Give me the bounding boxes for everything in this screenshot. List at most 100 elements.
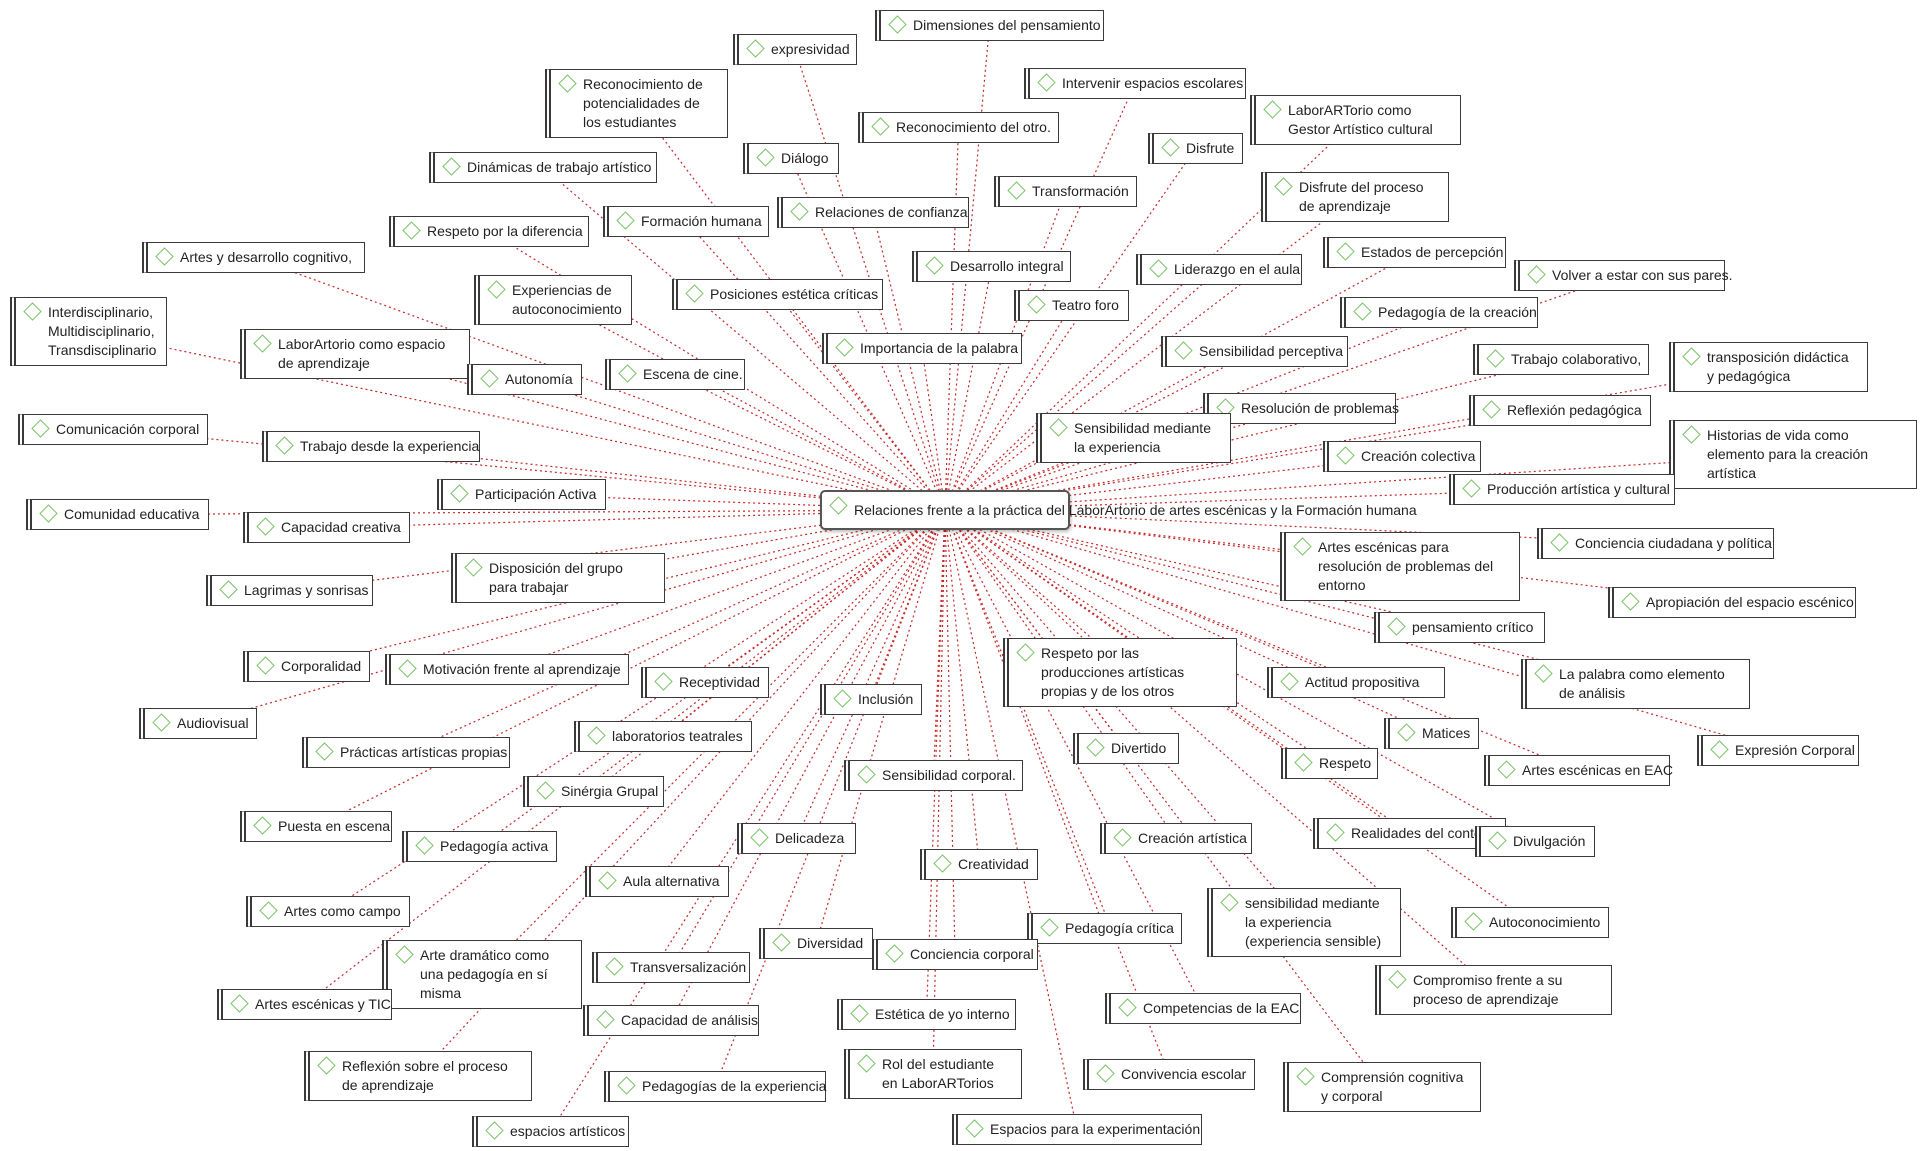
node-pedagogia-creacion[interactable]: Pedagogía de la creación — [1340, 297, 1538, 328]
green-diamond-icon — [253, 816, 272, 835]
node-conciencia-ciudadana[interactable]: Conciencia ciudadana y política — [1537, 528, 1774, 559]
node-historias-vida[interactable]: Historias de vida como elemento para la … — [1669, 420, 1917, 489]
node-lagrimas-sonrisas[interactable]: Lagrimas y sonrisas — [206, 575, 373, 606]
node-label: Autonomía — [505, 371, 573, 387]
node-artes-como-campo[interactable]: Artes como campo — [246, 896, 410, 927]
node-label: Formación humana — [641, 213, 762, 229]
node-volver-pares[interactable]: Volver a estar con sus pares. — [1514, 260, 1733, 291]
node-capacidad-analisis[interactable]: Capacidad de análisis — [583, 1005, 759, 1036]
node-sensibilidad-corporal[interactable]: Sensibilidad corporal. — [844, 760, 1023, 791]
node-respeto-diferencia[interactable]: Respeto por la diferencia — [389, 216, 589, 247]
node-respeto[interactable]: Respeto — [1281, 748, 1378, 779]
node-artes-escenicas-tic[interactable]: Artes escénicas y TIC — [217, 989, 392, 1020]
node-sensibilidad-experiencia-sensible[interactable]: sensibilidad mediante la experiencia (ex… — [1207, 888, 1401, 957]
node-creacion-colectiva[interactable]: Creación colectiva — [1323, 441, 1481, 472]
node-espacios-experimentacion[interactable]: Espacios para la experimentación — [952, 1114, 1202, 1145]
node-comprension-cognitiva[interactable]: Comprensión cognitiva y corporal — [1283, 1062, 1481, 1112]
node-autonomia[interactable]: Autonomía — [467, 364, 582, 395]
node-actitud-propositiva[interactable]: Actitud propositiva — [1267, 667, 1445, 698]
node-realidades-conte[interactable]: Realidades del conte — [1313, 818, 1506, 849]
green-diamond-icon — [965, 1119, 984, 1138]
node-inclusion[interactable]: Inclusión — [820, 684, 922, 715]
node-convivencia-escolar[interactable]: Convivencia escolar — [1083, 1059, 1255, 1090]
node-diversidad[interactable]: Diversidad — [759, 928, 873, 959]
node-divertido[interactable]: Divertido — [1073, 733, 1179, 764]
node-delicadeza[interactable]: Delicadeza — [737, 823, 856, 854]
green-diamond-icon — [850, 1004, 869, 1023]
node-resolucion-problemas[interactable]: Resolución de problemas — [1203, 393, 1399, 424]
node-transposicion-didactica[interactable]: transposición didáctica y pedagógica — [1669, 342, 1868, 392]
node-trabajo-colaborativo[interactable]: Trabajo colaborativo, — [1473, 344, 1649, 375]
node-matices[interactable]: Matices — [1384, 718, 1479, 749]
node-desarrollo-integral[interactable]: Desarrollo integral — [912, 251, 1071, 282]
node-disposicion-grupo[interactable]: Disposición del grupo para trabajar — [451, 553, 665, 603]
node-reconocimiento-potencialidades[interactable]: Reconocimiento de potencialidades de los… — [545, 69, 728, 138]
node-pedagogias-experiencia[interactable]: Pedagogías de la experiencia — [604, 1071, 826, 1102]
node-artes-desarrollo-cognitivo[interactable]: Artes y desarrollo cognitivo, — [142, 242, 365, 273]
green-diamond-icon — [1149, 259, 1168, 278]
node-espacios-artisticos[interactable]: espacios artísticos — [472, 1116, 629, 1147]
node-conciencia-corporal[interactable]: Conciencia corporal — [872, 939, 1038, 970]
node-artes-escenicas-eac[interactable]: Artes escénicas en EAC — [1484, 755, 1673, 786]
node-interdisciplinario[interactable]: Interdisciplinario, Multidisciplinario, … — [10, 297, 167, 366]
node-receptividad[interactable]: Receptividad — [641, 667, 769, 698]
node-pedagogia-critica[interactable]: Pedagogía crítica — [1027, 913, 1182, 944]
node-autoconocimiento[interactable]: Autoconocimiento — [1451, 907, 1609, 938]
node-estados-percepcion[interactable]: Estados de percepción — [1323, 237, 1506, 268]
node-pensamiento-critico[interactable]: pensamiento crítico — [1374, 612, 1545, 643]
node-aula-alternativa[interactable]: Aula alternativa — [585, 866, 729, 897]
node-transformacion[interactable]: Transformación — [994, 176, 1137, 207]
node-arte-dramatico[interactable]: Arte dramático como una pedagogía en sí … — [382, 940, 582, 1009]
node-rol-estudiante[interactable]: Rol del estudiante en LaborARTorios — [844, 1049, 1022, 1099]
node-comunidad-educativa[interactable]: Comunidad educativa — [26, 499, 209, 530]
node-disfrute-proceso[interactable]: Disfrute del proceso de aprendizaje — [1261, 172, 1449, 222]
node-intervenir-espacios[interactable]: Intervenir espacios escolares — [1024, 68, 1246, 99]
node-comunicacion-corporal[interactable]: Comunicación corporal — [18, 414, 208, 445]
node-produccion-artistica[interactable]: Producción artística y cultural — [1449, 474, 1675, 505]
node-puesta-escena[interactable]: Puesta en escena — [240, 811, 392, 842]
node-reflexion-proceso-aprendizaje[interactable]: Reflexión sobre el proceso de aprendizaj… — [304, 1051, 532, 1101]
node-practicas-artisticas[interactable]: Prácticas artísticas propias — [302, 737, 510, 768]
node-capacidad-creativa[interactable]: Capacidad creativa — [243, 512, 410, 543]
node-relaciones-confianza[interactable]: Relaciones de confianza — [777, 197, 969, 228]
node-artes-escenicas-resolucion[interactable]: Artes escénicas para resolución de probl… — [1280, 532, 1520, 601]
node-dinamicas-trabajo[interactable]: Dinámicas de trabajo artístico — [429, 152, 657, 183]
node-posiciones-esteticas[interactable]: Posiciones estética críticas — [672, 279, 883, 310]
node-experiencias-autoconocimiento[interactable]: Experiencias de autoconocimiento — [474, 275, 632, 325]
node-escena-cine[interactable]: Escena de cine. — [605, 359, 745, 390]
node-dimensiones-pensamiento[interactable]: Dimensiones del pensamiento — [875, 10, 1104, 41]
node-expresion-corporal[interactable]: Expresión Corporal — [1697, 735, 1859, 766]
node-creacion-artistica[interactable]: Creación artística — [1100, 823, 1252, 854]
central-node[interactable]: Relaciones frente a la práctica del Labo… — [820, 490, 1417, 530]
node-laborartorio-espacio-aprendizaje[interactable]: LaborArtorio como espacio de aprendizaje — [240, 329, 470, 379]
node-competencias-eac[interactable]: Competencias de la EAC — [1105, 993, 1301, 1024]
node-apropiacion-espacio[interactable]: Apropiación del espacio escénico — [1608, 587, 1856, 618]
node-audiovisual[interactable]: Audiovisual — [139, 708, 257, 739]
node-palabra-elemento-analisis[interactable]: La palabra como elemento de análisis — [1521, 659, 1750, 709]
node-divulgacion[interactable]: Divulgación — [1475, 826, 1595, 857]
node-importancia-palabra[interactable]: Importancia de la palabra — [822, 333, 1022, 364]
node-liderazgo-aula[interactable]: Liderazgo en el aula — [1136, 254, 1302, 285]
node-pedagogia-activa[interactable]: Pedagogía activa — [402, 831, 557, 862]
node-participacion-activa[interactable]: Participación Activa — [437, 479, 606, 510]
node-respeto-producciones[interactable]: Respeto por las producciones artísticas … — [1003, 638, 1237, 707]
node-formacion-humana[interactable]: Formación humana — [603, 206, 769, 237]
node-sensibilidad-perceptiva[interactable]: Sensibilidad perceptiva — [1161, 336, 1348, 367]
node-transversalizacion[interactable]: Transversalización — [592, 952, 750, 983]
node-teatro-foro[interactable]: Teatro foro — [1014, 290, 1129, 321]
node-corporalidad[interactable]: Corporalidad — [243, 651, 370, 682]
node-disfrute[interactable]: Disfrute — [1148, 133, 1243, 164]
node-sensibilidad-experiencia[interactable]: Sensibilidad mediante la experiencia — [1036, 413, 1231, 463]
node-creatividad[interactable]: Creatividad — [920, 849, 1038, 880]
node-sinergia-grupal[interactable]: Sinérgia Grupal — [523, 776, 664, 807]
node-trabajo-experiencia[interactable]: Trabajo desde la experiencia — [262, 431, 480, 462]
node-compromiso-proceso[interactable]: Compromiso frente a su proceso de aprend… — [1375, 965, 1612, 1015]
node-laboratorios-teatrales[interactable]: laboratorios teatrales — [574, 721, 752, 752]
node-dialogo[interactable]: Diálogo — [743, 143, 839, 174]
node-expresividad[interactable]: expresividad — [733, 34, 857, 65]
node-laborartorio-gestor[interactable]: LaborARTorio como Gestor Artístico cultu… — [1250, 95, 1461, 145]
node-estetica-yo-interno[interactable]: Estética de yo interno — [837, 999, 1016, 1030]
node-motivacion-aprendizaje[interactable]: Motivación frente al aprendizaje — [385, 654, 629, 685]
node-reconocimiento-otro[interactable]: Reconocimiento del otro. — [858, 112, 1059, 143]
node-reflexion-pedagogica[interactable]: Reflexión pedagógica — [1469, 395, 1651, 426]
